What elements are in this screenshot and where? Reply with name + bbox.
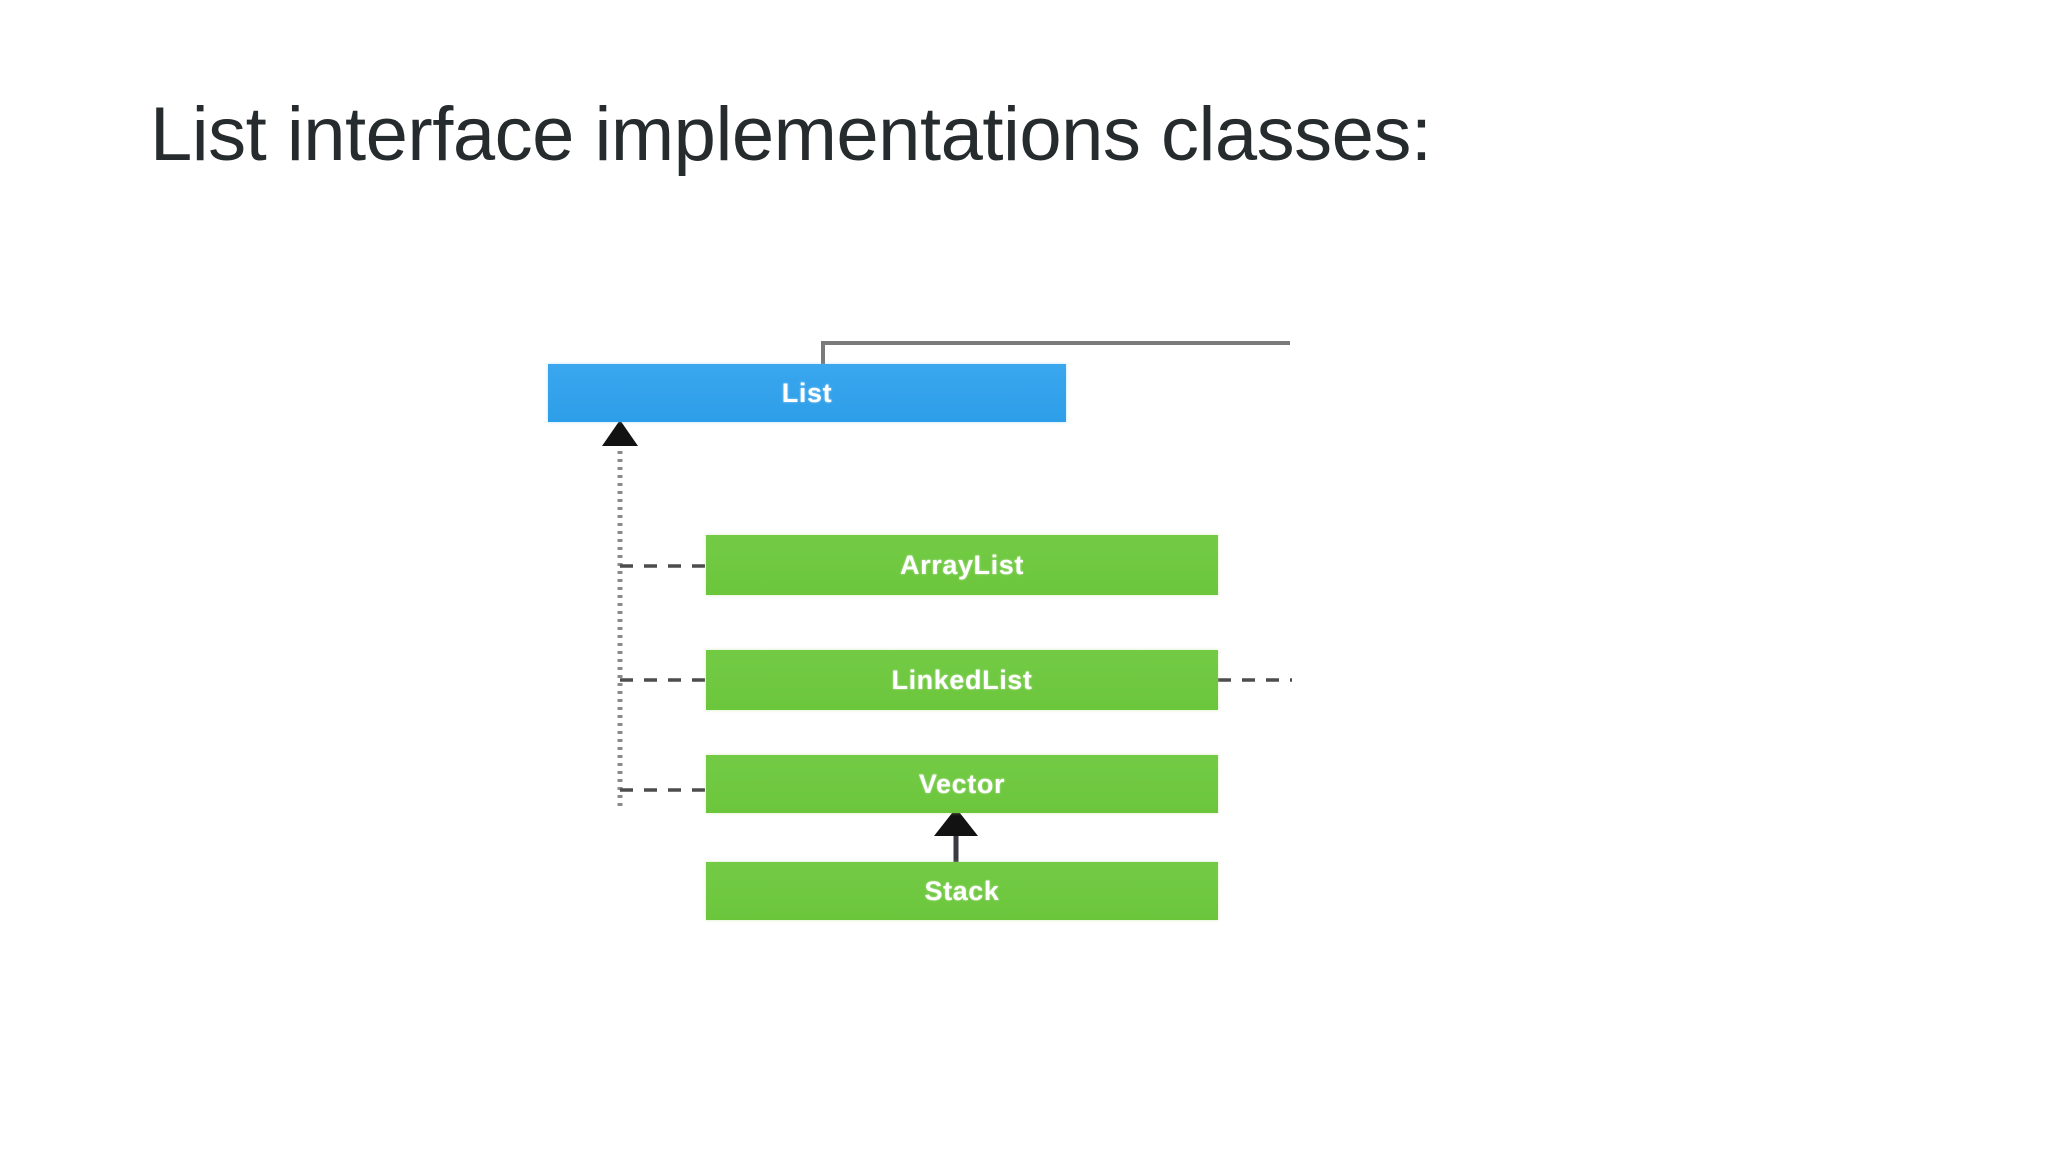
node-arraylist[interactable]: ArrayList xyxy=(706,535,1218,595)
node-vector[interactable]: Vector xyxy=(706,755,1218,813)
stack-extends-vector-edge xyxy=(934,808,978,862)
page-title: List interface implementations classes: xyxy=(150,92,1432,177)
node-linkedlist[interactable]: LinkedList xyxy=(706,650,1218,710)
list-top-branch-edge xyxy=(821,341,1290,370)
node-stack-label: Stack xyxy=(924,875,1000,906)
node-arraylist-label: ArrayList xyxy=(900,549,1024,580)
implements-spine-edge xyxy=(602,420,638,806)
node-list[interactable]: List xyxy=(548,364,1066,422)
node-linkedlist-label: LinkedList xyxy=(891,664,1033,695)
node-vector-label: Vector xyxy=(918,768,1006,799)
node-list-label: List xyxy=(781,377,833,408)
node-stack[interactable]: Stack xyxy=(706,862,1218,920)
